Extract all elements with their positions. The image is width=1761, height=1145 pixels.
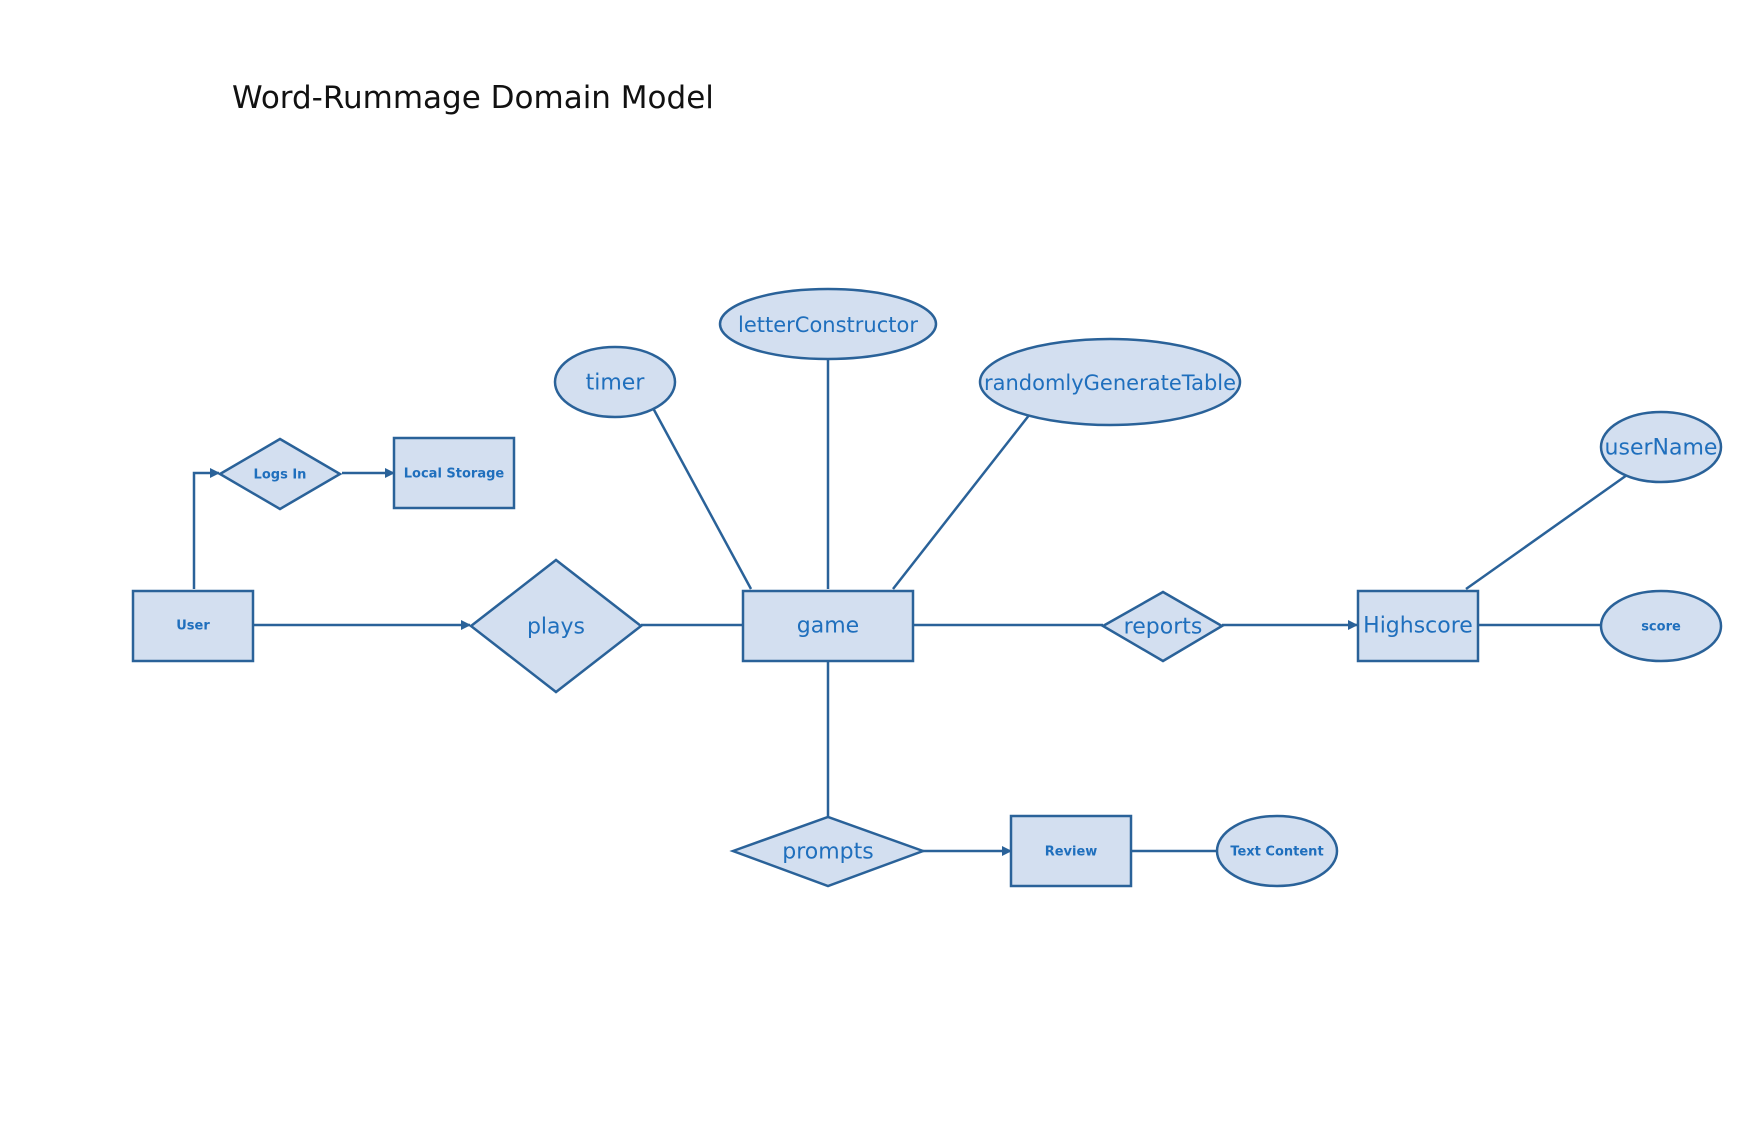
entity-review: Review xyxy=(1009,814,1133,888)
relationship-logs-in: Logs In xyxy=(217,437,343,511)
relationship-reports: reports xyxy=(1100,590,1225,663)
entity-game: game xyxy=(741,589,915,663)
relationship-plays: plays xyxy=(468,558,644,694)
entity-review-label: Review xyxy=(1045,845,1098,860)
entity-highscore: Highscore xyxy=(1356,589,1480,663)
attribute-timer-label: timer xyxy=(586,371,646,396)
attribute-letter-constructor: letterConstructor xyxy=(718,287,938,361)
attribute-timer: timer xyxy=(553,345,677,419)
entity-local-storage: Local Storage xyxy=(392,436,516,510)
connector-highscore-user-name xyxy=(1465,473,1628,591)
entity-local-storage-label: Local Storage xyxy=(404,467,505,482)
connector-game-randomly-generate-table xyxy=(892,413,1031,590)
attribute-randomly-generate-table: randomlyGenerateTable xyxy=(978,337,1242,427)
connector-game-timer xyxy=(651,407,753,590)
entity-game-label: game xyxy=(797,614,859,639)
relationship-plays-label: plays xyxy=(527,615,585,640)
attribute-user-name-label: userName xyxy=(1605,436,1718,461)
diagram-title: Word-Rummage Domain Model xyxy=(232,80,714,116)
attribute-randomly-generate-table-label: randomlyGenerateTable xyxy=(984,371,1236,395)
attribute-text-content-label: Text Content xyxy=(1230,845,1323,860)
relationship-logs-in-label: Logs In xyxy=(254,468,307,483)
entity-user: User xyxy=(131,589,255,663)
entity-highscore-label: Highscore xyxy=(1363,614,1473,639)
relationship-reports-label: reports xyxy=(1124,615,1203,640)
attribute-user-name: userName xyxy=(1599,410,1723,484)
attribute-score: score xyxy=(1599,589,1723,663)
attribute-score-label: score xyxy=(1641,620,1681,635)
connector-user-logs-in xyxy=(192,468,220,589)
attribute-text-content: Text Content xyxy=(1215,814,1339,888)
relationship-prompts: prompts xyxy=(729,815,927,888)
relationship-prompts-label: prompts xyxy=(782,840,873,865)
attribute-letter-constructor-label: letterConstructor xyxy=(738,313,918,337)
entity-user-label: User xyxy=(176,619,210,634)
connectors xyxy=(192,358,1628,856)
